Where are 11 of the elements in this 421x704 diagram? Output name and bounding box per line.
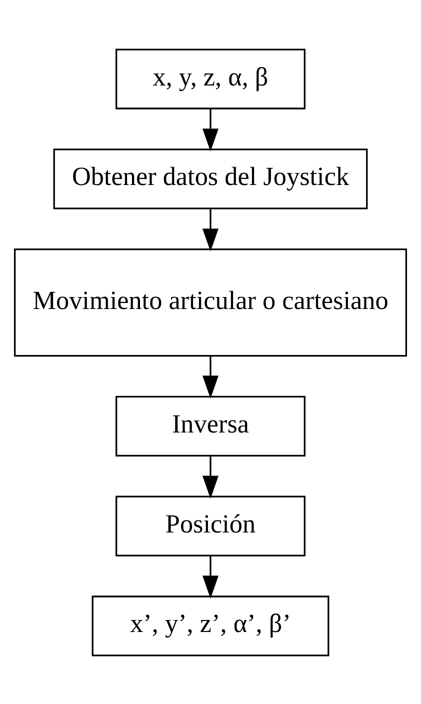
arrow — [202, 355, 219, 398]
node-box: Movimiento articular o cartesiano — [14, 248, 407, 356]
arrow — [202, 455, 219, 498]
arrow — [202, 208, 219, 252]
node-box: x, y, z, α, β — [116, 48, 306, 109]
arrow — [202, 108, 219, 152]
node-box: x’, y’, z’, α’, β’ — [92, 595, 330, 656]
node-box: Posición — [116, 495, 306, 556]
arrow — [202, 555, 219, 598]
node-box: Obtener datos del Joystick — [53, 148, 368, 209]
node-box: Inversa — [116, 395, 306, 456]
